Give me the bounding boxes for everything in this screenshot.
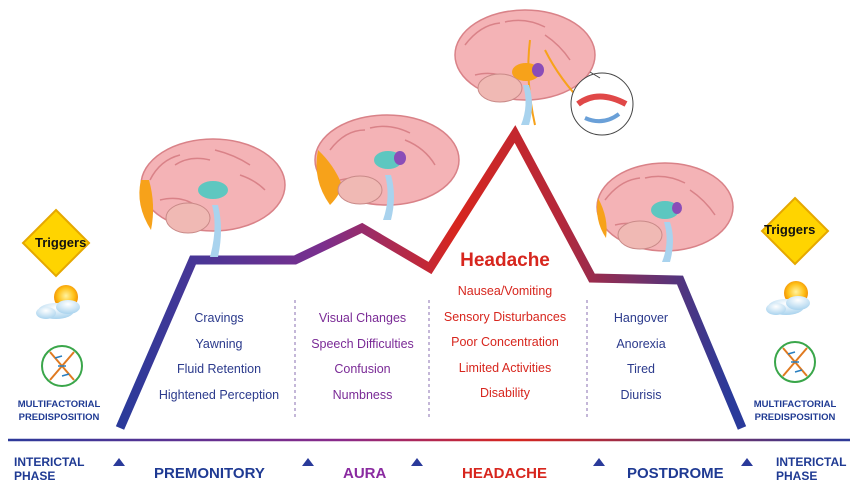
symptom: Numbness bbox=[300, 383, 425, 409]
symptom: Speech Difficulties bbox=[300, 332, 425, 358]
marker-1-icon bbox=[113, 458, 125, 466]
phase-premonitory: PREMONITORY bbox=[154, 465, 265, 482]
predisposition-label-left: MULTIFACTORIAL PREDISPOSITION bbox=[0, 398, 118, 424]
symptom: Tired bbox=[596, 357, 686, 383]
marker-3-icon bbox=[411, 458, 423, 466]
aura-symptoms: Visual Changes Speech Difficulties Confu… bbox=[300, 306, 425, 408]
phase-postdrome: POSTDROME bbox=[627, 465, 724, 482]
symptom: Yawning bbox=[148, 332, 290, 358]
symptom: Poor Concentration bbox=[430, 330, 580, 356]
phase-interictal-left: INTERICTAL PHASE bbox=[14, 455, 84, 483]
symptom: Hangover bbox=[596, 306, 686, 332]
symptom: Visual Changes bbox=[300, 306, 425, 332]
predisposition-line-2: PREDISPOSITION bbox=[736, 411, 854, 424]
predisposition-line-1: MULTIFACTORIAL bbox=[0, 398, 118, 411]
brain-postdrome-icon bbox=[597, 163, 733, 262]
phase-aura: AURA bbox=[343, 465, 386, 482]
weather-left-icon bbox=[36, 285, 80, 319]
triggers-label-left: Triggers bbox=[35, 235, 86, 250]
postdrome-symptoms: Hangover Anorexia Tired Diurisis bbox=[596, 306, 686, 408]
marker-2-icon bbox=[302, 458, 314, 466]
headache-title: Headache bbox=[430, 250, 580, 272]
symptom: Fluid Retention bbox=[148, 357, 290, 383]
marker-5-icon bbox=[741, 458, 753, 466]
phase-headache: HEADACHE bbox=[462, 465, 547, 482]
phase-line-1: INTERICTAL bbox=[776, 455, 846, 469]
symptom: Hightened Perception bbox=[148, 383, 290, 409]
predisposition-line-1: MULTIFACTORIAL bbox=[736, 398, 854, 411]
symptom: Sensory Disturbances bbox=[430, 305, 580, 331]
predisposition-label-right: MULTIFACTORIAL PREDISPOSITION bbox=[736, 398, 854, 424]
predisposition-line-2: PREDISPOSITION bbox=[0, 411, 118, 424]
phase-line-1: INTERICTAL bbox=[14, 455, 84, 469]
phase-interictal-right: INTERICTAL PHASE bbox=[776, 455, 846, 483]
headache-symptoms: Nausea/Vomiting Sensory Disturbances Poo… bbox=[430, 279, 580, 407]
weather-right-icon bbox=[766, 281, 810, 315]
triggers-label-right: Triggers bbox=[764, 222, 815, 237]
symptom: Disability bbox=[430, 381, 580, 407]
marker-4-icon bbox=[593, 458, 605, 466]
brain-headache-icon bbox=[455, 10, 633, 135]
symptom: Confusion bbox=[300, 357, 425, 383]
symptom: Anorexia bbox=[596, 332, 686, 358]
symptom: Diurisis bbox=[596, 383, 686, 409]
phase-line-2: PHASE bbox=[776, 469, 846, 483]
phase-line-2: PHASE bbox=[14, 469, 84, 483]
brain-aura-icon bbox=[315, 115, 459, 220]
premonitory-symptoms: Cravings Yawning Fluid Retention Highten… bbox=[148, 306, 290, 408]
symptom: Nausea/Vomiting bbox=[430, 279, 580, 305]
dna-left-icon bbox=[42, 346, 82, 386]
brain-premonitory-icon bbox=[139, 139, 285, 257]
symptom: Limited Activities bbox=[430, 356, 580, 382]
dna-right-icon bbox=[775, 342, 815, 382]
symptom: Cravings bbox=[148, 306, 290, 332]
